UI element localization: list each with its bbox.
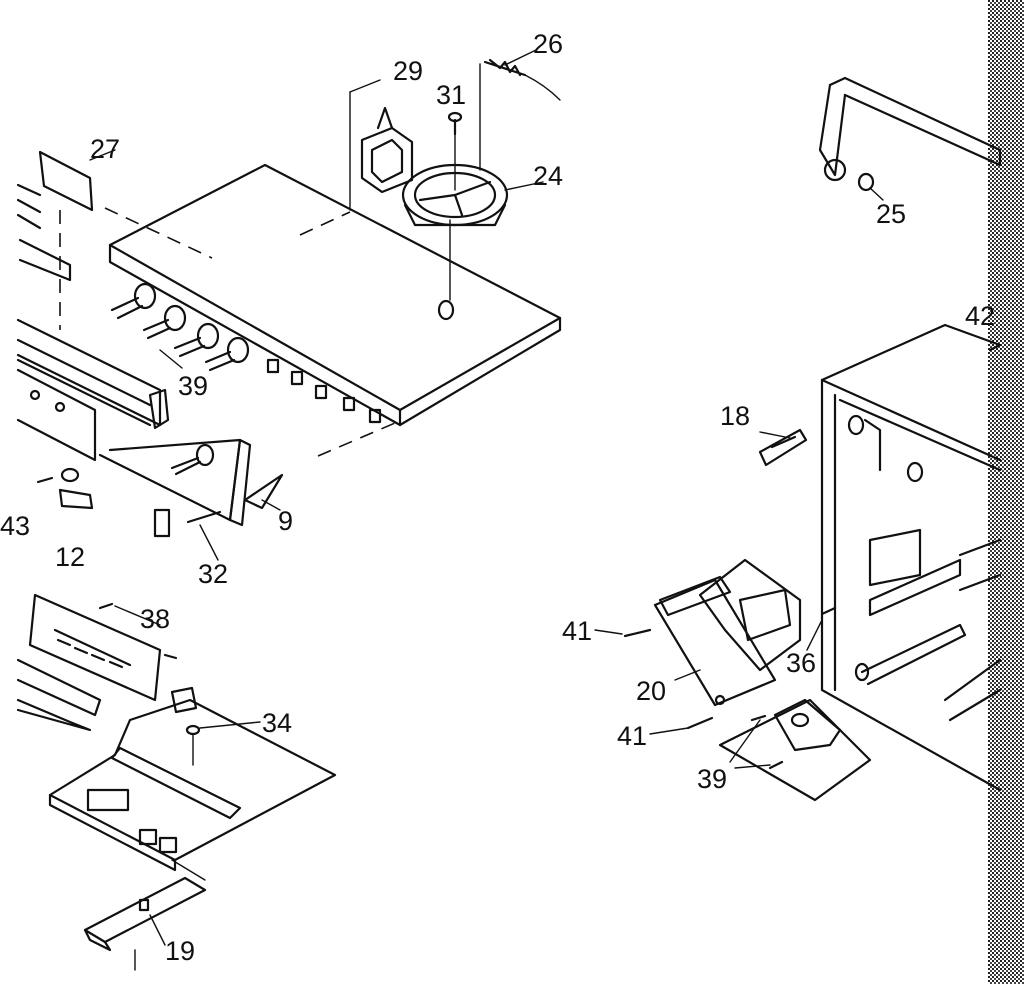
callout-41-bottom: 41 bbox=[617, 721, 647, 751]
lower-pcb-part-34 bbox=[48, 686, 337, 881]
callout-9: 9 bbox=[278, 506, 293, 536]
callout-18: 18 bbox=[720, 401, 750, 431]
callout-labels: 26 29 31 27 24 25 42 39 18 9 43 12 32 38… bbox=[0, 29, 995, 966]
screw-part-31 bbox=[447, 111, 463, 191]
leader-lines bbox=[89, 49, 884, 946]
cover-part-19 bbox=[83, 876, 207, 971]
spindle-post bbox=[437, 299, 455, 321]
clip-part-18 bbox=[758, 428, 808, 467]
callout-38: 38 bbox=[140, 604, 170, 634]
callout-39-top: 39 bbox=[178, 371, 208, 401]
handle-part-25 bbox=[818, 76, 1002, 192]
callout-42: 42 bbox=[965, 301, 995, 331]
main-pcb-assembly bbox=[104, 163, 562, 457]
callout-29: 29 bbox=[393, 56, 423, 86]
callout-26: 26 bbox=[533, 29, 563, 59]
switch-board-part-9 bbox=[36, 438, 284, 538]
callout-24: 24 bbox=[533, 161, 563, 191]
board-connectors bbox=[266, 358, 382, 424]
spring-part-26 bbox=[479, 58, 561, 171]
callout-20: 20 bbox=[636, 676, 666, 706]
display-panel-part-38 bbox=[16, 593, 178, 732]
callout-43: 43 bbox=[0, 511, 30, 541]
callout-36: 36 bbox=[786, 648, 816, 678]
callout-34: 34 bbox=[262, 708, 292, 738]
chassis-frame bbox=[820, 323, 1002, 792]
callout-19: 19 bbox=[165, 936, 195, 966]
front-faceplate bbox=[16, 318, 170, 462]
panel-part-27 bbox=[16, 150, 94, 330]
callout-27: 27 bbox=[90, 134, 120, 164]
callout-31: 31 bbox=[436, 80, 466, 110]
bracket-part-39 bbox=[718, 698, 872, 802]
callout-32: 32 bbox=[198, 559, 228, 589]
callout-12: 12 bbox=[55, 542, 85, 572]
callout-41-top: 41 bbox=[562, 616, 592, 646]
callout-25: 25 bbox=[876, 199, 906, 229]
control-knobs bbox=[110, 282, 250, 372]
callout-39-bottom: 39 bbox=[697, 764, 727, 794]
bracket-part-29 bbox=[349, 79, 414, 211]
torn-edge-hatch bbox=[988, 0, 1024, 984]
